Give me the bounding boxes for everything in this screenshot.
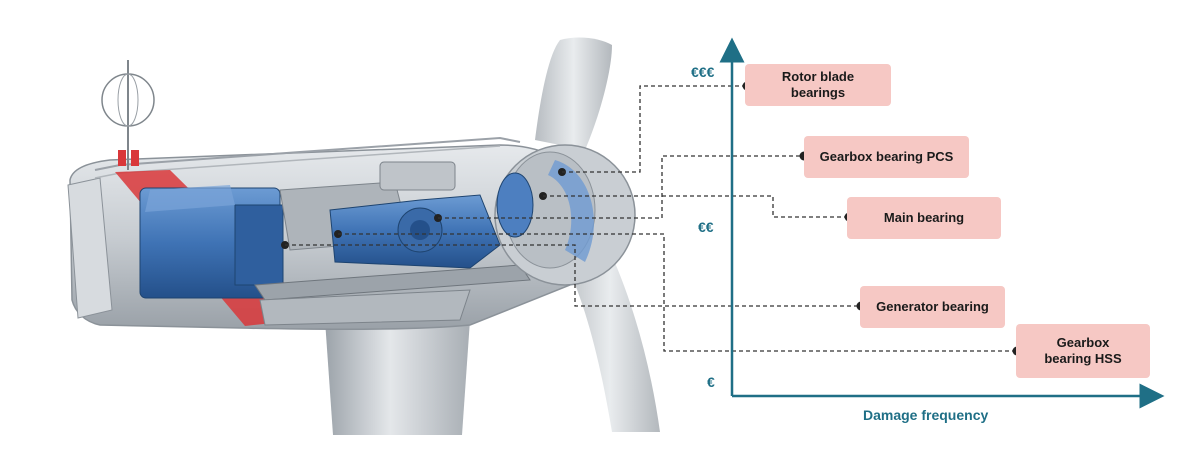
label-gearbox-bearing-hss: Gearbox bearing HSS — [1016, 324, 1150, 378]
leader-main-bearing — [543, 195, 849, 218]
roof-rail — [94, 136, 521, 171]
label-rotor-blade-bearings: Rotor blade bearings — [745, 64, 891, 106]
y-tick-high: €€€ — [691, 64, 715, 80]
label-generator-bearing: Generator bearing — [860, 286, 1005, 328]
x-axis-title: Damage frequency — [863, 407, 989, 423]
nacelle-nose-cap — [67, 177, 113, 319]
rotor-blade-top — [535, 37, 612, 150]
leader-generator — [285, 244, 861, 307]
y-tick-mid: €€ — [698, 219, 714, 235]
label-gearbox-bearing-pcs: Gearbox bearing PCS — [804, 136, 969, 178]
tower — [325, 320, 470, 435]
leader-gearbox-hss — [338, 233, 1017, 352]
main-bearing-ring — [496, 172, 534, 238]
label-main-bearing: Main bearing — [847, 197, 1001, 239]
y-tick-low: € — [707, 374, 715, 390]
leader-rotor-blade — [562, 85, 747, 173]
